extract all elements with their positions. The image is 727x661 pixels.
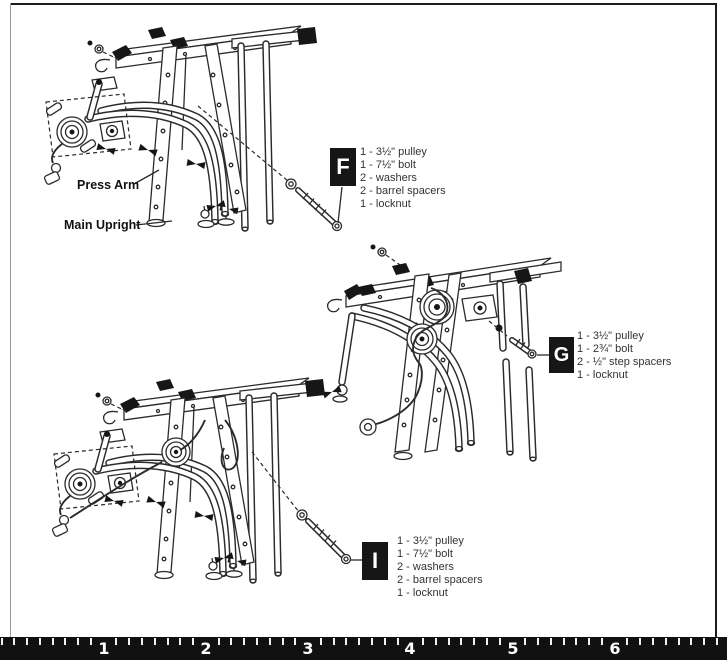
ruler-tick [524,638,527,645]
ruler-tick [460,638,463,645]
ruler-tick [345,638,348,645]
ruler-tick [243,638,246,645]
page-border-left [10,3,11,637]
parts-list-item: 1 - 3½" pulley [360,146,427,158]
ruler-tick [153,638,156,645]
ruler-tick [473,638,476,645]
parts-list-item: 2 - ½" step spacers [577,356,672,368]
press-arm-label: Press Arm [77,178,140,192]
ruler-tick [447,638,450,645]
parts-list-g: 1 - 3½" pulley 1 - 2¾" bolt 2 - ½" step … [577,330,671,382]
parts-list-item: 2 - barrel spacers [360,185,446,197]
inch-ruler: 1 2 3 4 5 6 [0,637,727,660]
ruler-tick [422,638,425,645]
ruler-tick [268,638,271,645]
parts-list-f: 1 - 3½" pulley 1 - 7½" bolt 2 - washers … [360,146,446,211]
ruler-tick [141,638,144,645]
parts-list-item: 2 - washers [360,172,417,184]
ruler-tick [396,638,399,645]
ruler-tick [89,638,92,645]
parts-list-item: 2 - barrel spacers [397,574,483,586]
ruler-tick [639,638,642,645]
ruler-tick [358,638,361,645]
ruler-tick [434,638,437,645]
parts-list-item: 1 - locknut [577,369,628,381]
ruler-tick [294,638,297,645]
ruler-tick [677,638,680,645]
ruler-tick [166,638,169,645]
ruler-number: 6 [609,639,621,658]
ruler-tick [115,638,118,645]
step-marker-f: F [330,148,356,186]
diagram-step-f [44,26,343,231]
step-marker-i: I [362,542,388,580]
ruler-tick [690,638,693,645]
ruler-tick [13,638,16,645]
ruler-tick [383,638,386,645]
ruler-tick [575,638,578,645]
parts-list-i: 1 - 3½" pulley 1 - 7½" bolt 2 - washers … [397,535,483,600]
parts-list-item: 1 - locknut [360,198,411,210]
parts-list-item: 1 - 2¾" bolt [577,343,633,355]
ruler-tick [600,638,603,645]
page-border-top [10,3,717,5]
ruler-tick [256,638,258,645]
parts-list-item: 1 - 7½" bolt [397,548,453,560]
ruler-tick [370,638,373,645]
ruler-tick [51,638,54,645]
ruler-tick [485,638,488,645]
ruler-tick [281,638,284,645]
ruler-tick [26,638,29,645]
ruler-tick [537,638,540,645]
ruler-number: 5 [507,639,519,658]
ruler-tick [0,638,3,645]
diagram-step-g [322,244,562,462]
ruler-tick [77,638,80,645]
diagram-step-i [52,378,362,583]
ruler-tick [319,638,322,645]
ruler-tick [38,638,41,645]
step-marker-g: G [549,337,574,373]
ruler-tick [332,638,335,645]
page-border-right [715,3,717,637]
parts-list-item: 1 - locknut [397,587,448,599]
ruler-tick [128,638,131,645]
parts-list-item: 1 - 3½" pulley [397,535,464,547]
ruler-tick [664,638,667,645]
ruler-tick [230,638,233,645]
parts-list-item: 1 - 7½" bolt [360,159,416,171]
ruler-tick [549,638,552,645]
ruler-tick [703,638,706,645]
parts-list-item: 2 - washers [397,561,454,573]
main-upright-label: Main Upright [64,218,141,232]
ruler-number: 4 [404,639,416,658]
ruler-tick [588,638,591,645]
ruler-tick [652,638,655,645]
ruler-tick [626,638,629,645]
ruler-tick [179,638,182,645]
ruler-tick [217,638,220,645]
ruler-tick [562,638,565,645]
ruler-number: 2 [200,639,212,658]
ruler-tick [498,638,501,645]
ruler-tick [192,638,195,645]
ruler-number: 1 [98,639,110,658]
ruler-tick [64,638,67,645]
ruler-tick [715,638,718,645]
ruler-number: 3 [302,639,314,658]
parts-list-item: 1 - 3½" pulley [577,330,644,342]
